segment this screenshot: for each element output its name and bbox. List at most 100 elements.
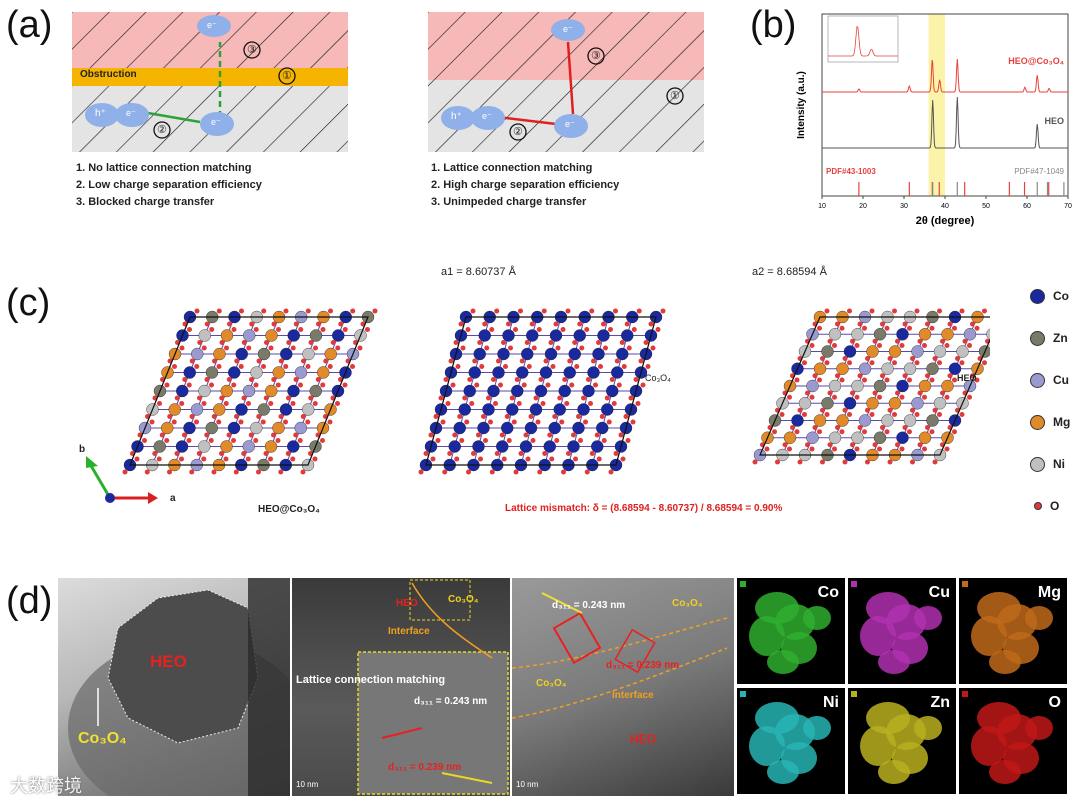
- oxygen-atom: [839, 377, 845, 383]
- oxygen-atom: [253, 382, 259, 388]
- oxygen-atom: [253, 438, 259, 443]
- oxygen-atom: [929, 377, 935, 383]
- atom: [521, 347, 534, 361]
- atom: [265, 329, 278, 342]
- oxygen-atom: [850, 338, 855, 344]
- eds-map-cu: Cu: [848, 578, 956, 684]
- oxygen-atom: [144, 469, 150, 475]
- atom: [873, 431, 887, 444]
- oxygen-atom: [186, 382, 192, 388]
- oxygen-atom: [560, 327, 566, 332]
- oxygen-atom: [929, 325, 935, 331]
- oxygen-atom: [937, 412, 942, 417]
- oxygen-atom: [623, 414, 629, 419]
- oxygen-atom: [974, 377, 980, 383]
- oxygen-atom: [312, 401, 318, 406]
- oxygen-atom: [940, 338, 945, 344]
- oxygen-atom: [557, 395, 563, 401]
- structure-label-heo-co3o4: HEO@Co₃O₄: [258, 504, 320, 515]
- oxygen-atom: [589, 308, 595, 314]
- oxygen-atom: [246, 345, 252, 351]
- oxygen-atom: [827, 442, 833, 448]
- legend-swatch: [1030, 288, 1045, 304]
- oxygen-atom: [219, 395, 225, 401]
- oxygen-atom: [899, 394, 905, 400]
- oxygen-atom: [508, 345, 513, 351]
- oxygen-atom: [535, 419, 541, 425]
- oxygen-atom: [283, 419, 288, 425]
- oxygen-atom: [827, 338, 833, 344]
- eds-map-o: O: [959, 688, 1067, 794]
- atom: [516, 366, 529, 379]
- oxygen-atom: [164, 438, 170, 443]
- oxygen-atom: [216, 419, 222, 425]
- eds-map-zn: Zn: [848, 688, 956, 794]
- oxygen-atom: [790, 425, 795, 430]
- oxygen-atom: [194, 419, 199, 425]
- oxygen-atom: [268, 401, 274, 406]
- oxygen-atom: [599, 414, 605, 419]
- atom: [866, 345, 879, 358]
- oxygen-atom: [241, 340, 247, 345]
- oxygen-atom: [884, 377, 890, 383]
- oxygen-atom: [186, 438, 192, 443]
- oxygen-atom: [223, 456, 229, 462]
- oxygen-atom: [907, 429, 912, 435]
- oxygen-atom: [316, 321, 321, 327]
- tem3-d1: d₃₁₁ = 0.243 nm: [552, 600, 626, 611]
- atom: [235, 403, 248, 416]
- oxygen-atom: [884, 429, 890, 435]
- oxygen-atom: [513, 327, 518, 332]
- atom: [813, 414, 827, 427]
- atom: [205, 421, 218, 435]
- oxygen-atom: [293, 432, 299, 438]
- oxygen-atom: [567, 358, 573, 364]
- oxygen-atom: [872, 442, 878, 448]
- eds-signal-blob: [971, 616, 1007, 656]
- oxygen-atom: [516, 401, 522, 406]
- xrd-tick-label: 70: [1064, 203, 1072, 210]
- oxygen-atom: [458, 321, 464, 327]
- oxygen-atom: [525, 456, 531, 462]
- atom: [287, 440, 300, 453]
- atom: [487, 384, 500, 398]
- tem-particle-drawing: [68, 578, 290, 796]
- legend-item: Co: [1030, 286, 1069, 306]
- atom: [468, 366, 481, 379]
- eds-label: Mg: [1037, 584, 1061, 601]
- atom: [549, 329, 563, 342]
- xrd-tick-label: 60: [1023, 203, 1031, 210]
- oxygen-atom: [772, 429, 777, 435]
- tem2-overlay: [357, 579, 509, 795]
- oxygen-atom: [239, 308, 244, 314]
- oxygen-atom: [171, 419, 177, 425]
- oxygen-atom: [616, 382, 622, 388]
- oxygen-atom: [464, 419, 470, 425]
- oxygen-atom: [880, 373, 885, 379]
- oxygen-atom: [504, 414, 510, 419]
- oxygen-atom: [256, 469, 261, 475]
- oxygen-atom: [438, 395, 444, 401]
- tem3-co3o4-label-b: Co₃O₄: [672, 598, 703, 609]
- atom: [813, 362, 827, 375]
- oxygen-atom: [335, 401, 340, 406]
- tem2-interface-label: Interface: [388, 626, 430, 637]
- oxygen-atom: [869, 308, 875, 314]
- oxygen-atom: [187, 327, 192, 332]
- atom: [941, 379, 954, 393]
- panel-label-c: (c): [6, 282, 51, 324]
- oxygen-atom: [835, 373, 840, 379]
- atom: [911, 345, 924, 358]
- atom: [903, 362, 917, 375]
- oxygen-atom: [298, 327, 304, 332]
- atom: [836, 362, 849, 375]
- oxygen-atom: [253, 327, 259, 332]
- oxygen-atom: [827, 390, 833, 396]
- oxygen-atom: [482, 321, 488, 327]
- oxygen-atom: [476, 432, 481, 438]
- oxygen-atom: [204, 321, 210, 327]
- atom: [324, 347, 337, 361]
- tem3-heo-label: HEO: [630, 732, 657, 746]
- legend-label: O: [1050, 499, 1060, 513]
- atom: [918, 379, 932, 393]
